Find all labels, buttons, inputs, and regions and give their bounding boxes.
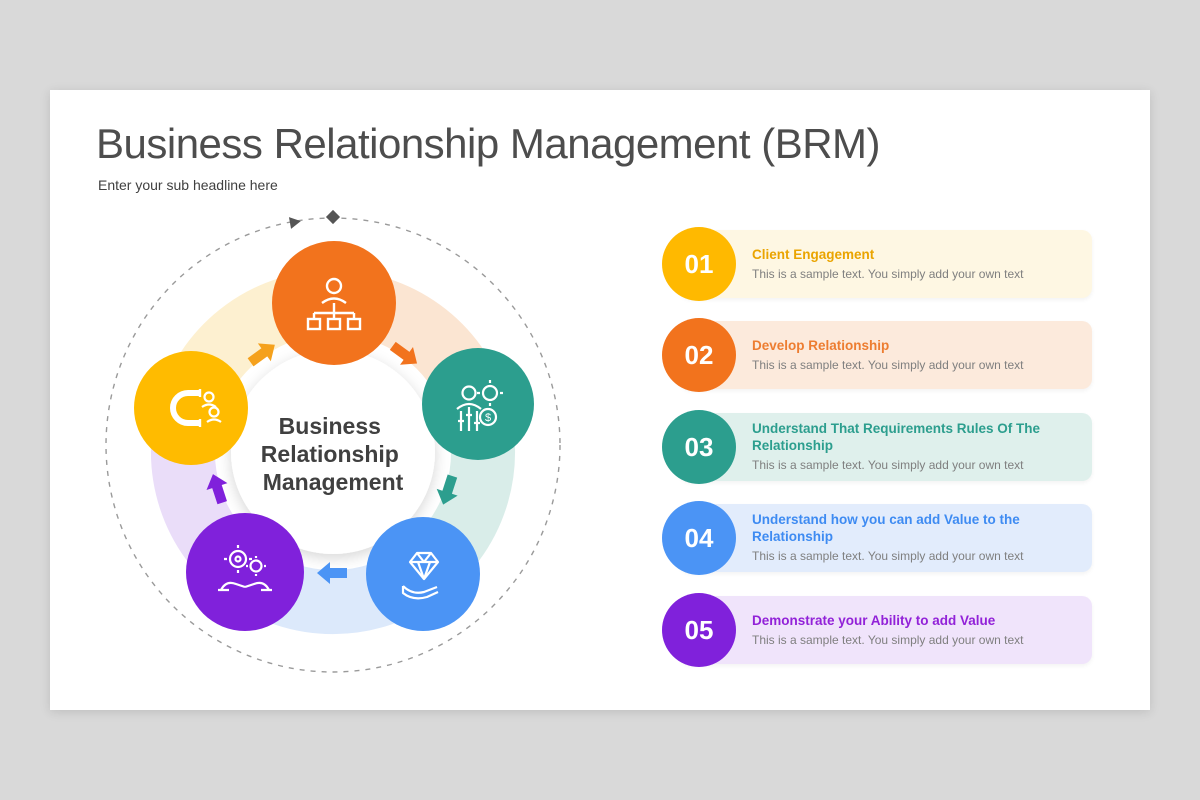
arrow-teal-to-blue-icon xyxy=(436,474,458,505)
item-number-badge: 03 xyxy=(662,410,736,484)
brm-cycle-diagram: Business Relationship Management xyxy=(105,209,561,673)
page-subtitle: Enter your sub headline here xyxy=(98,177,278,193)
list-item: Demonstrate your Ability to add Value Th… xyxy=(662,593,1092,667)
item-title: Client Engagement xyxy=(752,246,875,262)
person-gear-dollar-icon xyxy=(456,380,503,431)
item-panel: Demonstrate your Ability to add Value Th… xyxy=(680,596,1092,664)
page-title: Business Relationship Management (BRM) xyxy=(96,120,881,167)
node-organization xyxy=(272,241,396,365)
slide-canvas: Business Relationship Management (BRM) E… xyxy=(50,90,1150,710)
node-client-management: $ xyxy=(422,348,534,460)
item-number-badge: 04 xyxy=(662,501,736,575)
item-title: Develop Relationship xyxy=(752,337,890,353)
item-title: Understand That Requirements Rules Of Th… xyxy=(752,421,1041,454)
list-item: Understand how you can add Value to the … xyxy=(662,501,1092,575)
item-title: Understand how you can add Value to the … xyxy=(752,512,1020,545)
list-item: Develop Relationship This is a sample te… xyxy=(662,318,1092,392)
dollar-glyph: $ xyxy=(485,412,491,424)
orbit-arrowhead-icon xyxy=(288,217,301,229)
item-panel: Understand how you can add Value to the … xyxy=(680,504,1092,572)
diagram-center-circle xyxy=(231,350,435,554)
item-description: This is a sample text. You simply add yo… xyxy=(752,266,1024,281)
diagram-center-label: Business Relationship Management xyxy=(261,413,405,495)
arrow-blue-to-purple-icon xyxy=(317,562,347,584)
arrow-orange-to-teal-icon xyxy=(389,341,418,365)
item-description: This is a sample text. You simply add yo… xyxy=(752,458,1024,473)
hands-gears-icon xyxy=(218,545,272,592)
cycle-arrows xyxy=(206,341,458,584)
hand-diamond-icon xyxy=(401,551,440,600)
item-description: This is a sample text. You simply add yo… xyxy=(752,549,1024,564)
item-description: This is a sample text. You simply add yo… xyxy=(752,632,1024,647)
magnet-people-icon xyxy=(170,389,222,427)
node-attraction xyxy=(134,351,248,465)
node-value-delivery xyxy=(366,517,480,631)
arrow-yellow-to-orange-icon xyxy=(247,343,275,367)
item-title: Demonstrate your Ability to add Value xyxy=(752,612,996,628)
org-hierarchy-icon xyxy=(306,277,362,331)
list-item: Client Engagement This is a sample text.… xyxy=(662,227,1092,301)
item-number-badge: 01 xyxy=(662,227,736,301)
item-panel: Understand That Requirements Rules Of Th… xyxy=(680,413,1092,481)
item-description: This is a sample text. You simply add yo… xyxy=(752,357,1024,372)
orbit-diamond-marker-icon xyxy=(325,209,341,225)
item-number-badge: 02 xyxy=(662,318,736,392)
item-panel: Develop Relationship This is a sample te… xyxy=(680,321,1092,389)
node-collaboration xyxy=(186,513,304,631)
arrow-purple-to-yellow-icon xyxy=(206,474,228,505)
list-item: Understand That Requirements Rules Of Th… xyxy=(662,410,1092,484)
item-panel: Client Engagement This is a sample text.… xyxy=(680,230,1092,298)
item-number-badge: 05 xyxy=(662,593,736,667)
